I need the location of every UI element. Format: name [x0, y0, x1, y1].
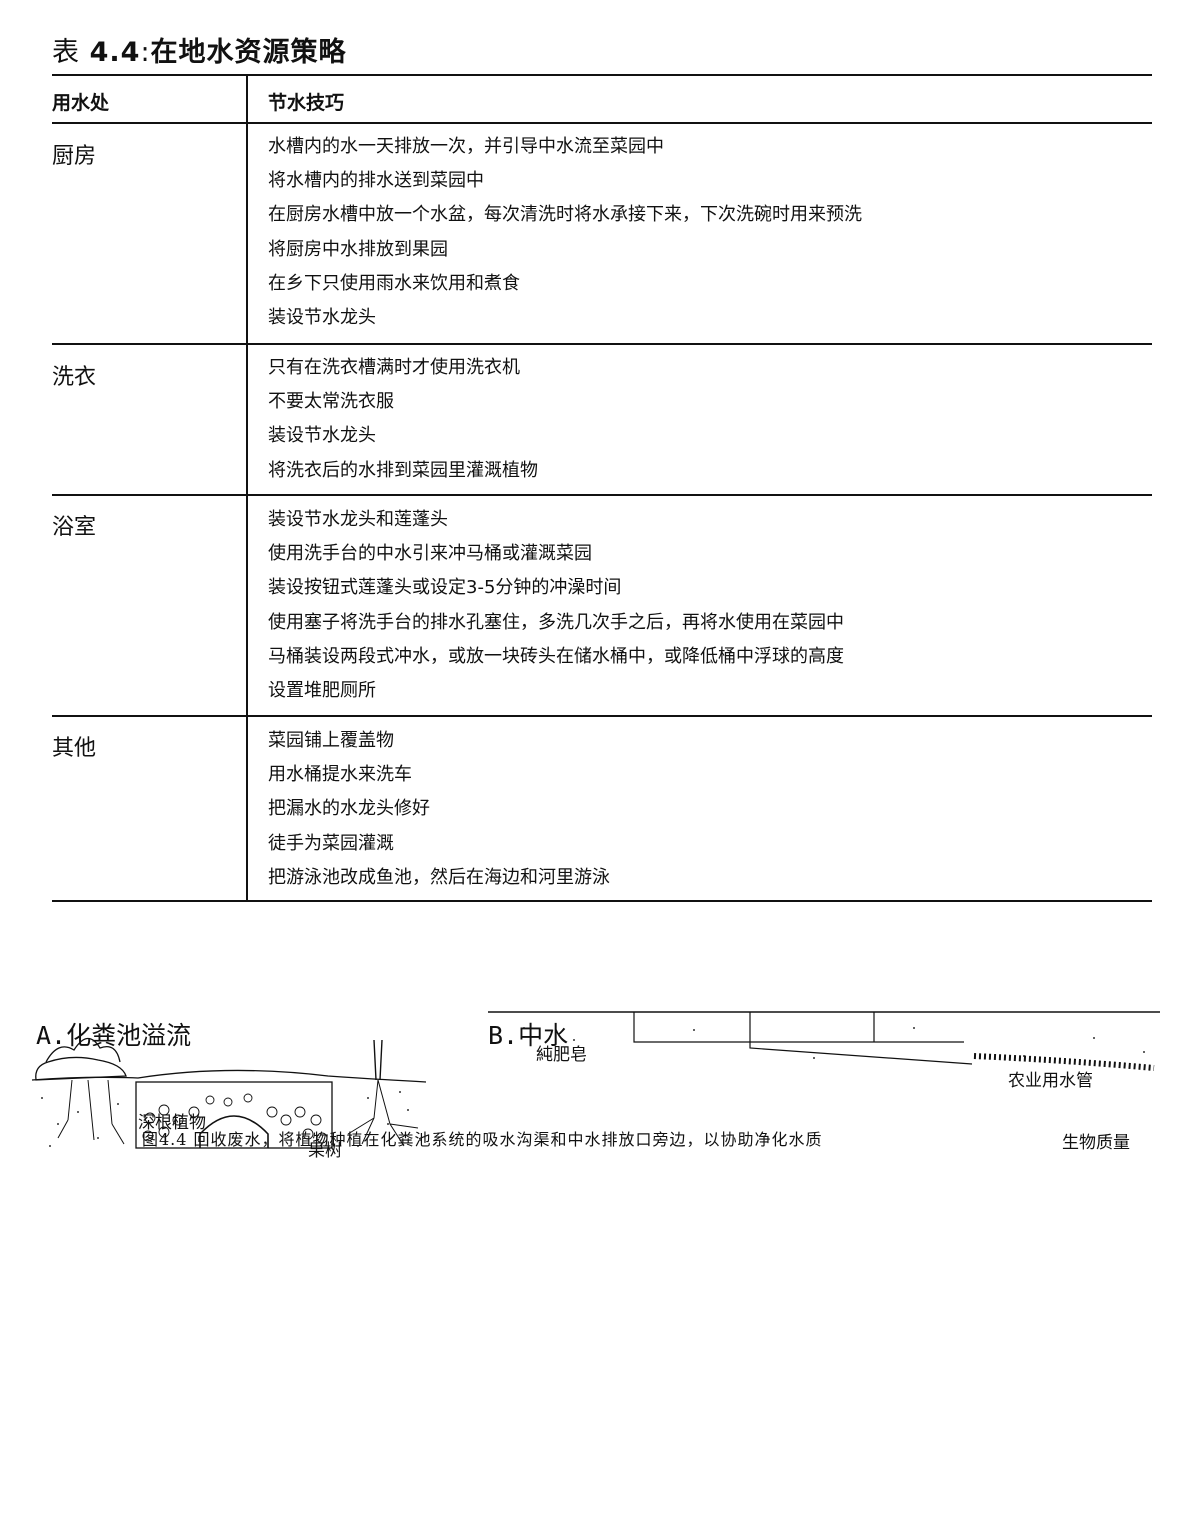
tip-item: 装设节水龙头 [268, 306, 376, 328]
row-category-bathroom: 浴室 [52, 515, 97, 540]
tip-item: 使用洗手台的中水引来冲马桶或灌溉菜园 [268, 543, 592, 565]
tip-item: 装设节水龙头和莲蓬头 [268, 509, 448, 530]
tip-item: 将洗衣后的水排到菜园里灌溉植物 [268, 459, 538, 481]
tip-item: 设置堆肥厕所 [268, 679, 376, 701]
table-title: 表 4.4:在地水资源策略 [52, 30, 347, 69]
panel-a-label: A.化粪池溢流 [36, 1021, 192, 1050]
panel-b-label: B.中水 [488, 1021, 569, 1050]
tip-item: 使用塞子将洗手台的排水孔塞住，多洗几次手之后，再将水使用在菜园中 [268, 611, 844, 633]
tip-item: 不要太常洗衣服 [268, 391, 394, 413]
agricultural-pipe-label: 农业用水管 [1008, 1071, 1093, 1091]
tip-item: 将水槽内的排水送到菜园中 [268, 170, 484, 192]
header-tips: 节水技巧 [268, 92, 345, 114]
row-category-laundry: 洗衣 [52, 365, 97, 390]
tip-item: 用水桶提水来洗车 [268, 764, 412, 786]
tip-item: 将厨房中水排放到果园 [268, 238, 448, 260]
septic-overflow-illustration [31, 1037, 427, 1149]
table-header-rule [52, 122, 1152, 124]
tip-item: 马桶装设两段式冲水，或放一块砖头在储水桶中，或降低桶中浮球的高度 [268, 645, 844, 667]
tip-item: 只有在洗衣槽满时才使用洗衣机 [268, 357, 520, 378]
tip-item: 水槽内的水一天排放一次，并引导中水流至菜园中 [268, 136, 664, 157]
table-title-number: 4.4 [89, 37, 141, 68]
table-title-separator: : [140, 37, 151, 68]
row-category-other: 其他 [52, 736, 97, 761]
table-column-divider [246, 76, 248, 901]
tip-item: 在厨房水槽中放一个水盆，每次清洗时将水承接下来，下次洗碗时用来预洗 [268, 204, 862, 226]
tip-item: 徒手为菜园灌溉 [268, 832, 394, 854]
table-row-divider [52, 494, 1152, 496]
tip-item: 在乡下只使用雨水来饮用和煮食 [268, 272, 520, 294]
tip-item: 菜园铺上覆盖物 [268, 730, 394, 751]
soap-label: 純肥皂 [536, 1045, 587, 1065]
deep-root-plant-label: 深根植物 [138, 1113, 206, 1133]
biomass-label: 生物质量 [1062, 1133, 1130, 1153]
tips-list-bathroom: 装设节水龙头和莲蓬头 使用洗手台的中水引来冲马桶或灌溉菜园 装设按钮式莲蓬头或设… [268, 503, 844, 708]
tip-item: 把漏水的水龙头修好 [268, 798, 430, 820]
header-usage: 用水处 [52, 92, 110, 114]
table-title-prefix: 表 [52, 37, 80, 68]
table-top-rule [52, 74, 1152, 76]
tips-list-laundry: 只有在洗衣槽满时才使用洗衣机 不要太常洗衣服 装设节水龙头 将洗衣后的水排到菜园… [268, 351, 538, 488]
fruit-tree-label: 果树 [308, 1141, 342, 1161]
figure-caption: 图4.4 回收废水，将植物种植在化粪池系统的吸水沟渠和中水排放口旁边，以协助净化… [142, 1130, 823, 1149]
tips-list-kitchen: 水槽内的水一天排放一次，并引导中水流至菜园中 将水槽内的排水送到菜园中 在厨房水… [268, 130, 862, 335]
greywater-illustration [488, 1011, 1160, 1071]
table-bottom-rule [52, 900, 1152, 902]
table-row-divider [52, 715, 1152, 717]
table-row-divider [52, 343, 1152, 345]
tip-item: 装设按钮式莲蓬头或设定3-5分钟的冲澡时间 [268, 577, 622, 599]
tip-item: 把游泳池改成鱼池，然后在海边和河里游泳 [268, 866, 610, 888]
tips-list-other: 菜园铺上覆盖物 用水桶提水来洗车 把漏水的水龙头修好 徒手为菜园灌溉 把游泳池改… [268, 724, 610, 895]
table-title-text: 在地水资源策略 [150, 37, 347, 68]
tip-item: 装设节水龙头 [268, 425, 376, 447]
row-category-kitchen: 厨房 [52, 144, 97, 169]
